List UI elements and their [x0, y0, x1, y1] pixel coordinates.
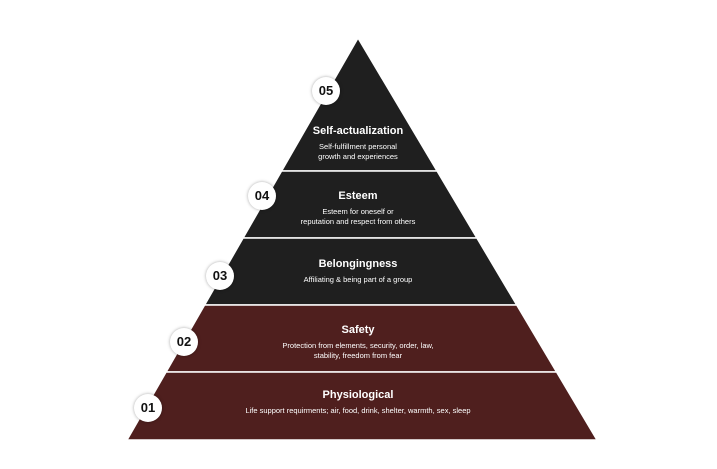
tier-title: Self-actualization	[312, 125, 404, 137]
tier-description: Protection from elements, security, orde…	[282, 341, 434, 360]
tier-04-number-badge: 04	[248, 182, 276, 210]
tier-03-number-badge: 03	[206, 262, 234, 290]
tier-description: Self-fulfillment personal growth and exp…	[318, 142, 398, 161]
tier-title: Belongingness	[318, 258, 398, 270]
tier-title: Safety	[341, 324, 375, 336]
tier-02-number-badge: 02	[170, 328, 198, 356]
tier-05-number-badge: 05	[312, 77, 340, 105]
tier-title: Esteem	[338, 190, 378, 202]
tier-description: Affiliating & being part of a group	[303, 275, 413, 284]
tier-01-number-badge: 01	[134, 394, 162, 422]
tier-description: Life support requirments; air, food, dri…	[245, 406, 471, 415]
tier-description: Esteem for oneself or reputation and res…	[300, 207, 416, 226]
tier-title: Physiological	[322, 389, 394, 401]
